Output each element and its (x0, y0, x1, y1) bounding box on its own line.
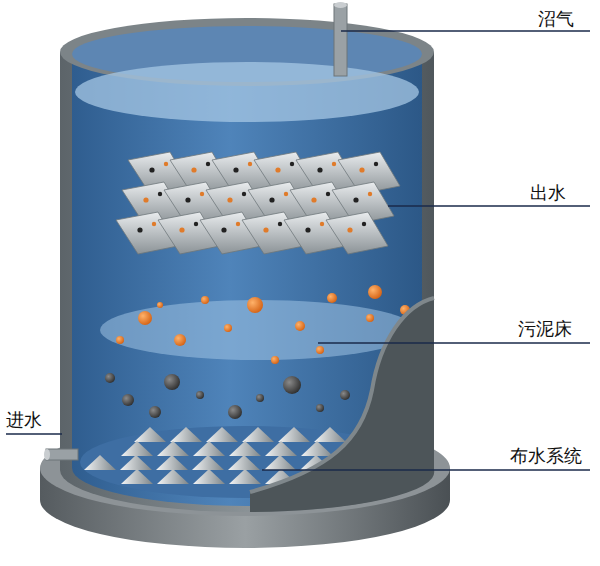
distribution-cone (192, 455, 224, 470)
distribution-cone (228, 455, 260, 470)
sludge-granule (228, 405, 242, 419)
distribution-cone (156, 455, 188, 470)
part-label: 进水 (6, 409, 42, 431)
distribution-cone (157, 469, 189, 484)
part-label: 出水 (530, 182, 566, 204)
particle (326, 192, 330, 196)
lamella-plate (326, 212, 388, 254)
distribution-cone (134, 427, 166, 442)
particle (362, 222, 366, 226)
distribution-cone (193, 469, 225, 484)
particle (263, 227, 268, 232)
distribution-cone (278, 427, 310, 442)
particle (194, 222, 198, 226)
particle (200, 192, 204, 196)
particle (206, 162, 210, 166)
particle (320, 222, 324, 226)
sludge-granule (138, 311, 152, 325)
particle (332, 162, 336, 166)
distribution-cone (206, 427, 238, 442)
sludge-granule (149, 406, 161, 418)
sludge-granule (196, 391, 204, 399)
particle (191, 167, 196, 172)
particle (284, 192, 288, 196)
part-label: 沼气 (538, 8, 574, 30)
particle (158, 192, 162, 196)
sludge-granule (116, 336, 124, 344)
particle (236, 222, 240, 226)
distribution-cone (229, 441, 261, 456)
sludge-granule (366, 314, 374, 322)
particle (359, 167, 364, 172)
sludge-granule (157, 302, 163, 308)
distribution-cone (242, 427, 274, 442)
particle (275, 167, 280, 172)
particle (305, 227, 310, 232)
distribution-cone (170, 427, 202, 442)
sludge-granule (164, 374, 180, 390)
particle (242, 192, 246, 196)
distribution-cone (121, 469, 153, 484)
sludge-granule (271, 356, 279, 364)
sludge-particles (105, 285, 410, 419)
sludge-granule (283, 376, 301, 394)
distribution-cone (301, 441, 333, 456)
sludge-granule (105, 373, 115, 383)
particle (164, 162, 168, 166)
sludge-granule (247, 297, 263, 313)
sludge-granule (256, 394, 264, 402)
sludge-granule (316, 346, 324, 354)
sludge-granule (316, 404, 324, 412)
particle (221, 227, 226, 232)
particle (311, 197, 316, 202)
sludge-granule (340, 390, 350, 400)
particle (278, 222, 282, 226)
particle (248, 162, 252, 166)
particle (152, 222, 156, 226)
sludge-granule (122, 394, 134, 406)
particle (353, 197, 358, 202)
particle (185, 197, 190, 202)
distribution-cone (121, 441, 153, 456)
particle (368, 192, 372, 196)
particle (143, 197, 148, 202)
particle (290, 162, 294, 166)
particle (179, 227, 184, 232)
sludge-granule (224, 324, 232, 332)
sludge-granule (295, 321, 305, 331)
sludge-granule (368, 285, 382, 299)
distribution-cone (193, 441, 225, 456)
particle (149, 167, 154, 172)
particle (347, 227, 352, 232)
part-label: 污泥床 (518, 318, 572, 340)
particle (233, 167, 238, 172)
distribution-cone (229, 469, 261, 484)
distribution-cone (264, 455, 296, 470)
distribution-cone (314, 427, 346, 442)
lamella-plates (116, 152, 400, 254)
particle (317, 167, 322, 172)
distribution-cone (120, 455, 152, 470)
sludge-granule (174, 334, 186, 346)
distribution-cone (84, 455, 116, 470)
particle (374, 162, 378, 166)
particle (269, 197, 274, 202)
distribution-cone (265, 441, 297, 456)
particle (137, 227, 142, 232)
part-label: 布水系统 (510, 445, 582, 467)
sludge-granule (327, 293, 337, 303)
particle (227, 197, 232, 202)
distribution-cone (157, 441, 189, 456)
sludge-granule (201, 296, 209, 304)
